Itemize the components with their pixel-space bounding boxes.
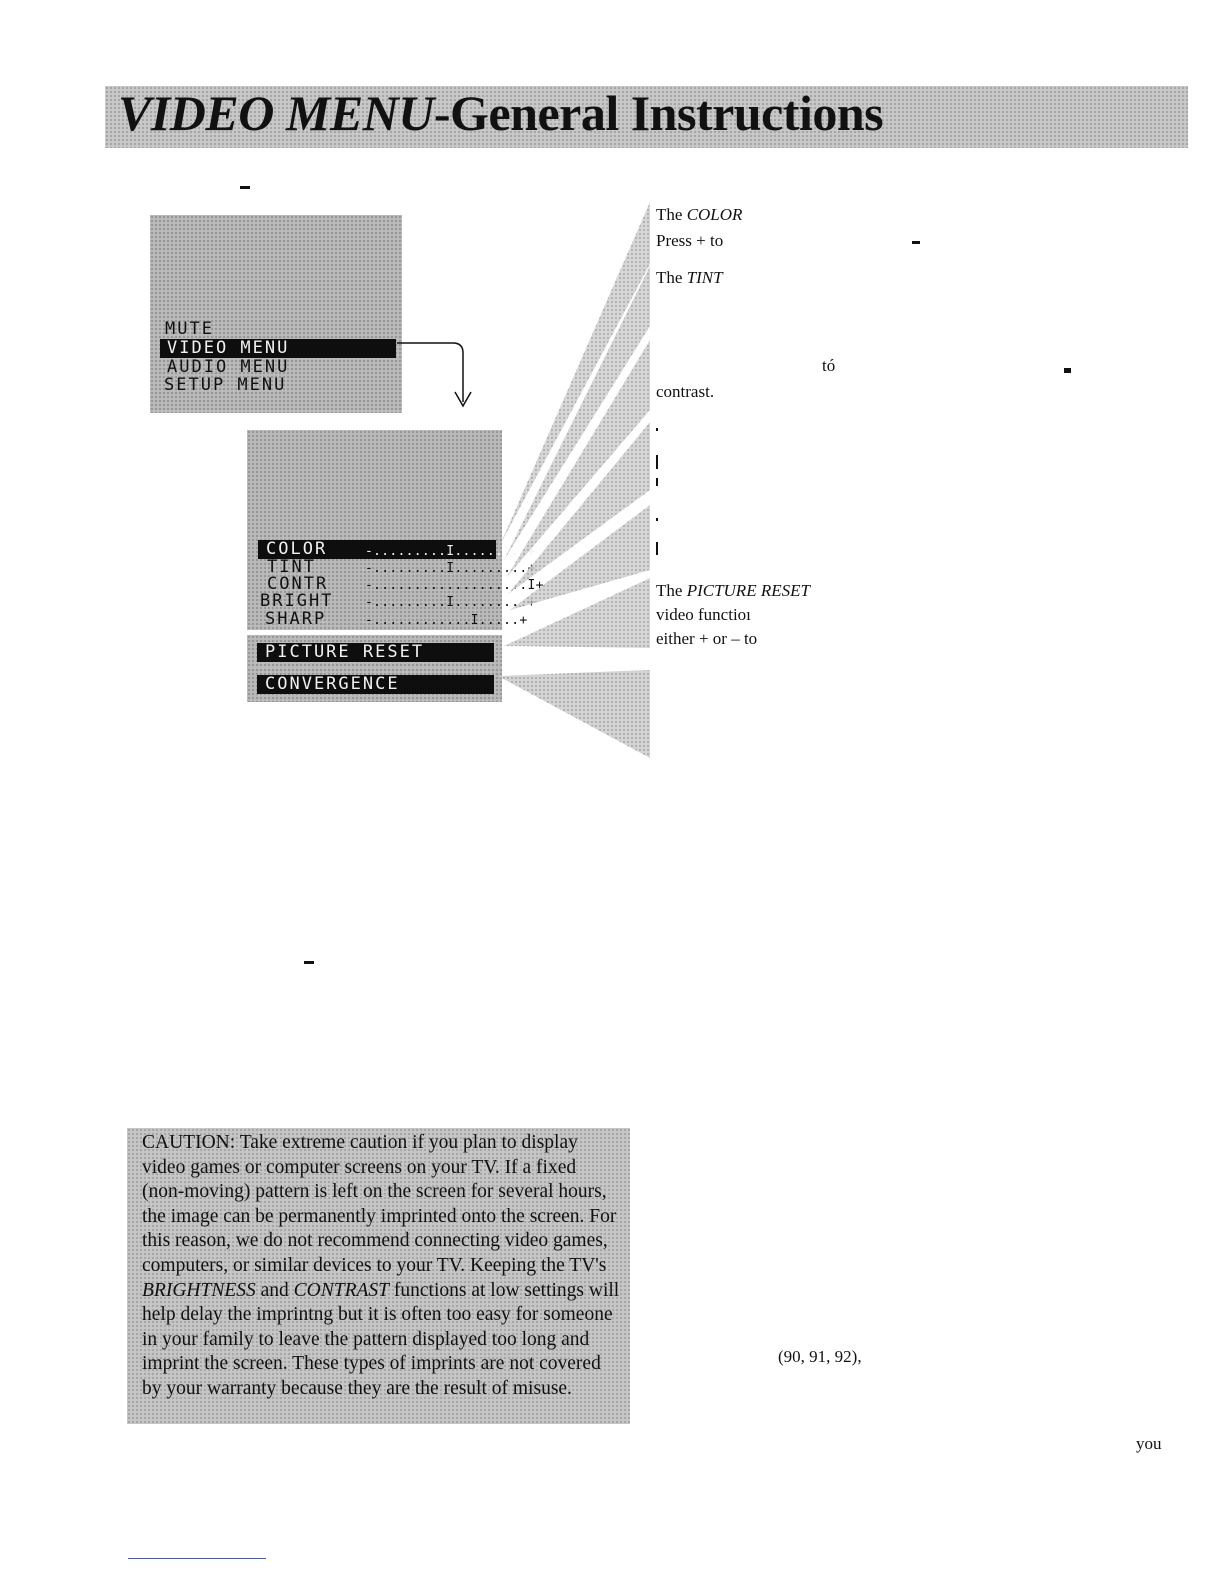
tint-description-title: The TINT bbox=[656, 268, 723, 287]
contrast-slider[interactable]: -...................I+ bbox=[365, 578, 544, 593]
sharp-slider[interactable]: -............I.....+ bbox=[365, 613, 528, 628]
picture-reset-description-line: video functioı bbox=[656, 605, 751, 624]
page-reference: (90, 91, 92), bbox=[778, 1347, 862, 1366]
video-item-sharp[interactable]: SHARP bbox=[265, 609, 327, 629]
scan-mark bbox=[656, 478, 658, 486]
video-item-contrast[interactable]: CONTR bbox=[267, 574, 329, 594]
picture-reset-item[interactable]: PICTURE RESET bbox=[257, 643, 494, 662]
menu-item-audio-menu[interactable]: AUDIO MENU bbox=[167, 357, 290, 377]
scan-mark bbox=[656, 428, 658, 431]
convergence-item[interactable]: CONVERGENCE bbox=[257, 675, 494, 694]
video-item-bright[interactable]: BRIGHT bbox=[260, 591, 334, 611]
menu-connector-arrow bbox=[397, 342, 472, 408]
scan-mark bbox=[656, 518, 658, 521]
wedge-sharp bbox=[510, 505, 650, 610]
menu-item-video-menu[interactable]: VIDEO MENU bbox=[160, 339, 396, 358]
contrast-description-word: contrast. bbox=[656, 382, 715, 401]
video-item-color[interactable]: COLOR -.........I.........+ bbox=[258, 540, 535, 559]
color-slider[interactable]: -.........I.........+ bbox=[365, 544, 536, 559]
scan-mark bbox=[656, 542, 658, 555]
wedge-tint bbox=[504, 266, 650, 560]
callout-wedges bbox=[498, 202, 650, 758]
video-item-tint[interactable]: TINT bbox=[267, 557, 316, 577]
contrast-description-fragment: tó bbox=[822, 356, 836, 375]
wedge-color bbox=[500, 202, 650, 545]
scan-mark bbox=[240, 186, 250, 189]
caution-text: CAUTION: Take extreme caution if you pla… bbox=[142, 1132, 620, 1399]
scan-mark bbox=[304, 961, 314, 964]
text-fragment-you: you bbox=[1136, 1434, 1162, 1453]
main-menu-screen bbox=[150, 215, 402, 413]
tint-slider[interactable]: -.........I.........+ bbox=[365, 561, 536, 576]
wedge-convergence bbox=[498, 670, 650, 758]
picture-reset-description-title: The PICTURE RESET bbox=[656, 581, 810, 600]
scan-mark bbox=[656, 455, 658, 469]
header-banner bbox=[105, 86, 1188, 148]
video-menu-screen bbox=[247, 430, 502, 630]
wedge-picture-reset bbox=[504, 578, 650, 648]
color-description-title: The COLOR bbox=[656, 205, 743, 224]
wedge-bright bbox=[508, 422, 650, 594]
menu-item-setup-menu[interactable]: SETUP MENU bbox=[164, 375, 287, 395]
bottom-rule bbox=[128, 1558, 266, 1559]
bright-slider[interactable]: -.........I.........+ bbox=[365, 595, 536, 610]
scan-mark bbox=[1064, 368, 1071, 373]
wedge-contrast bbox=[506, 340, 650, 578]
menu-item-mute[interactable]: MUTE bbox=[165, 319, 214, 339]
picture-reset-description-line: either + or – to bbox=[656, 629, 758, 648]
page-title: VIDEO MENU-General Instructions bbox=[118, 85, 884, 141]
scan-mark bbox=[912, 241, 920, 244]
caution-box bbox=[127, 1128, 630, 1424]
color-description-line: Press + to bbox=[656, 231, 724, 250]
